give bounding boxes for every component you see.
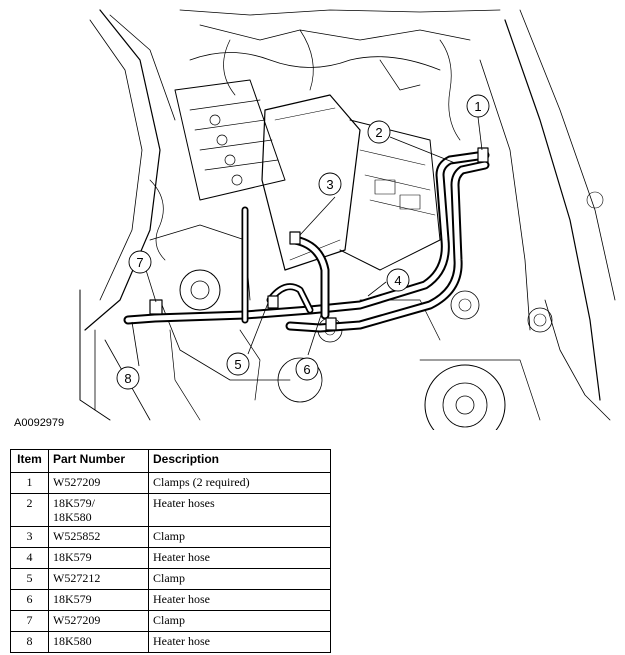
cell-description: Heater hose: [148, 547, 331, 569]
table-row: 7 W527209 Clamp: [10, 610, 331, 632]
table-row: 1 W527209 Clamps (2 required): [10, 472, 331, 494]
callouts: 1 2 3 4 5 6 7 8: [116, 94, 490, 390]
svg-text:7: 7: [136, 255, 143, 270]
svg-text:4: 4: [394, 273, 401, 288]
cell-description: Clamp: [148, 526, 331, 548]
table-row: 5 W527212 Clamp: [10, 568, 331, 590]
cell-item: 4: [10, 547, 49, 569]
cell-description: Heater hose: [148, 589, 331, 611]
parts-table: Item Part Number Description 1 W527209 C…: [10, 449, 331, 653]
cell-part-number: W527212: [48, 568, 149, 590]
engine-linework: [79, 9, 616, 430]
callout-1: 1: [466, 94, 490, 118]
svg-text:3: 3: [326, 177, 333, 192]
cell-item: 8: [10, 631, 49, 653]
table-row: 2 18K579/ 18K580 Heater hoses: [10, 493, 331, 527]
callout-6: 6: [295, 357, 319, 381]
heater-hoses: [123, 147, 490, 333]
cell-description: Clamp: [148, 568, 331, 590]
callout-leaders: [131, 116, 483, 367]
callout-4: 4: [386, 268, 410, 292]
table-row: 8 18K580 Heater hose: [10, 631, 331, 653]
cell-part-number: W527209: [48, 472, 149, 494]
cell-part-number: 18K579: [48, 589, 149, 611]
cell-item: 3: [10, 526, 49, 548]
cell-item: 1: [10, 472, 49, 494]
svg-text:5: 5: [234, 357, 241, 372]
cell-item: 7: [10, 610, 49, 632]
svg-text:6: 6: [303, 362, 310, 377]
cell-description: Clamp: [148, 610, 331, 632]
svg-text:2: 2: [375, 125, 382, 140]
callout-8: 8: [116, 366, 140, 390]
cell-description: Clamps (2 required): [148, 472, 331, 494]
cell-description: Heater hoses: [148, 493, 331, 527]
cell-description: Heater hose: [148, 631, 331, 653]
cell-part-number: 18K579: [48, 547, 149, 569]
cell-item: 5: [10, 568, 49, 590]
callout-5: 5: [226, 352, 250, 376]
cell-item: 6: [10, 589, 49, 611]
engine-bay-diagram: 1 2 3 4 5 6 7 8 A0092979: [14, 9, 616, 430]
header-description: Description: [148, 449, 331, 473]
svg-text:8: 8: [124, 371, 131, 386]
header-part-number: Part Number: [48, 449, 149, 473]
table-row: 3 W525852 Clamp: [10, 526, 331, 548]
callout-2: 2: [367, 120, 391, 144]
callout-7: 7: [128, 250, 152, 274]
cell-part-number: 18K579/ 18K580: [48, 493, 149, 527]
cell-part-number: W527209: [48, 610, 149, 632]
table-row: 6 18K579 Heater hose: [10, 589, 331, 611]
cell-part-number: W525852: [48, 526, 149, 548]
svg-text:1: 1: [474, 99, 481, 114]
cell-part-number: 18K580: [48, 631, 149, 653]
figure-id-label: A0092979: [14, 417, 64, 429]
table-header-row: Item Part Number Description: [10, 449, 331, 473]
callout-3: 3: [318, 172, 342, 196]
header-item: Item: [10, 449, 49, 473]
cell-item: 2: [10, 493, 49, 527]
table-row: 4 18K579 Heater hose: [10, 547, 331, 569]
